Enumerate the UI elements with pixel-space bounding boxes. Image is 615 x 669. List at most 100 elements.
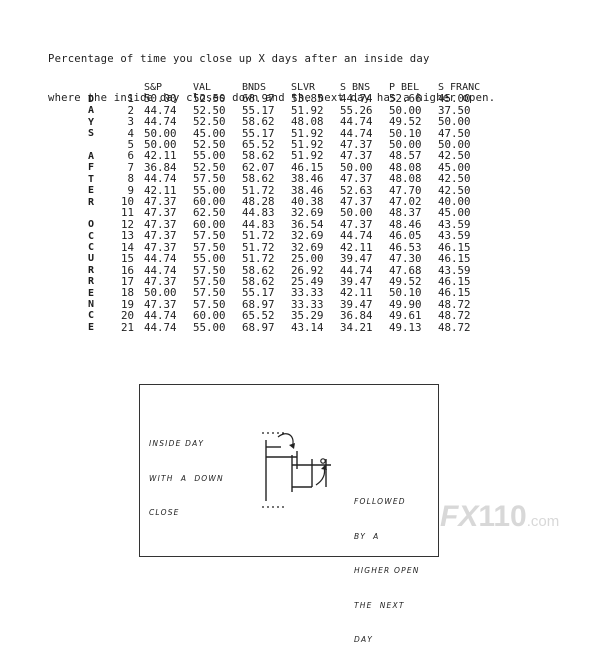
percentage-cell: 42.50 [438,149,471,163]
percentage-cell: 50.00 [438,138,471,152]
percentage-cell: 55.17 [242,286,275,300]
heading-line-2: where the inside day closes down and the… [48,92,496,104]
percentage-cell: 48.46 [389,217,422,231]
percentage-cell: 32.69 [291,240,324,254]
percentage-cell: 44.74 [340,92,373,106]
percentage-cell: 43.59 [438,229,471,243]
percentage-cell: 50.10 [389,126,422,140]
percentage-cell: 60.00 [193,309,226,323]
percentage-cell: 48.08 [291,115,324,129]
side-label-letter: E [87,287,95,299]
percentage-cell: 50.00 [144,138,177,152]
percentage-cell: 50.00 [144,92,177,106]
side-label-letter: D [87,94,95,105]
percentage-cell: 45.00 [193,126,226,140]
percentage-cell: 50.00 [144,286,177,300]
day-number: 13 [120,229,134,243]
day-number: 1 [127,92,134,106]
percentage-cell: 47.68 [389,263,422,277]
day-number: 16 [120,263,134,277]
percentage-cell: 38.46 [291,183,324,197]
day-number: 4 [127,126,134,140]
percentage-cell: 46.15 [291,160,324,174]
percentage-cell: 47.37 [340,195,373,209]
percentage-cell: 52.63 [340,183,373,197]
column-header: S BNS [340,82,371,93]
percentage-cell: 46.05 [389,229,422,243]
percentage-cell: 47.37 [144,229,177,243]
percentage-cell: 48.72 [438,309,471,323]
percentage-cell: 25.00 [291,252,324,266]
side-label-letter [84,208,98,219]
percentage-cell: 39.47 [340,297,373,311]
percentage-cell: 46.15 [438,240,471,254]
percentage-cell: 39.47 [340,274,373,288]
percentage-cell: 34.21 [340,320,373,334]
inside-day-note-line: INSIDE DAY [149,439,205,448]
percentage-cell: 50.10 [389,286,422,300]
percentage-cell: 50.00 [438,115,471,129]
percentage-cell: 52.50 [193,92,226,106]
percentage-cell: 42.50 [438,172,471,186]
percentage-cell: 44.74 [144,172,177,186]
percentage-cell: 36.84 [340,309,373,323]
percentage-cell: 33.33 [291,286,324,300]
side-label-letter: U [87,253,95,265]
column-header: S&P [144,82,163,93]
day-number: 8 [127,172,134,186]
day-number: 18 [120,286,134,300]
percentage-cell: 44.74 [340,126,373,140]
percentage-cell: 52.66 [389,92,422,106]
side-label-letter: R [87,276,95,288]
percentage-cell: 44.74 [144,252,177,266]
percentage-cell: 25.49 [291,274,324,288]
inside-day-note-line: CLOSE [149,508,180,517]
percentage-cell: 57.50 [193,240,226,254]
percentage-cell: 42.11 [340,286,373,300]
percentage-cell: 57.50 [193,172,226,186]
heading: Percentage of time you close up X days a… [48,27,495,118]
percentage-cell: 40.38 [291,195,324,209]
percentage-cell: 47.37 [340,149,373,163]
percentage-cell: 51.72 [242,183,275,197]
percentage-cell: 42.11 [144,183,177,197]
percentage-cell: 50.00 [340,160,373,174]
percentage-cell: 48.72 [438,297,471,311]
percentage-cell: 57.50 [193,229,226,243]
percentage-cell: 45.00 [438,206,471,220]
percentage-cell: 65.52 [242,138,275,152]
percentage-cell: 62.07 [242,160,275,174]
percentage-cell: 65.52 [242,309,275,323]
side-label-letter: C [87,242,95,254]
side-label-letter: F [87,162,95,174]
day-number: 11 [120,206,134,220]
side-label-letter: E [87,185,95,197]
percentage-cell: 52.50 [193,115,226,129]
percentage-cell: 46.53 [389,240,422,254]
inside-day-diagram: INSIDE DAY WITH A DOWN CLOSE FOLLOWED BY… [139,384,439,644]
side-label-letter: O [87,219,95,231]
percentage-cell: 51.72 [242,240,275,254]
watermark-domain: .com [526,513,560,530]
higher-open-note-line: DAY [354,635,374,644]
percentage-cell: 49.90 [389,297,422,311]
percentage-cell: 68.97 [242,320,275,334]
percentage-cell: 49.13 [389,320,422,334]
day-number: 17 [120,274,134,288]
percentage-cell: 68.97 [242,92,275,106]
percentage-cell: 48.72 [438,320,471,334]
percentage-cell: 48.37 [389,206,422,220]
percentage-cell: 55.17 [242,103,275,117]
side-label-letter: R [87,196,95,208]
percentage-cell: 44.74 [144,320,177,334]
